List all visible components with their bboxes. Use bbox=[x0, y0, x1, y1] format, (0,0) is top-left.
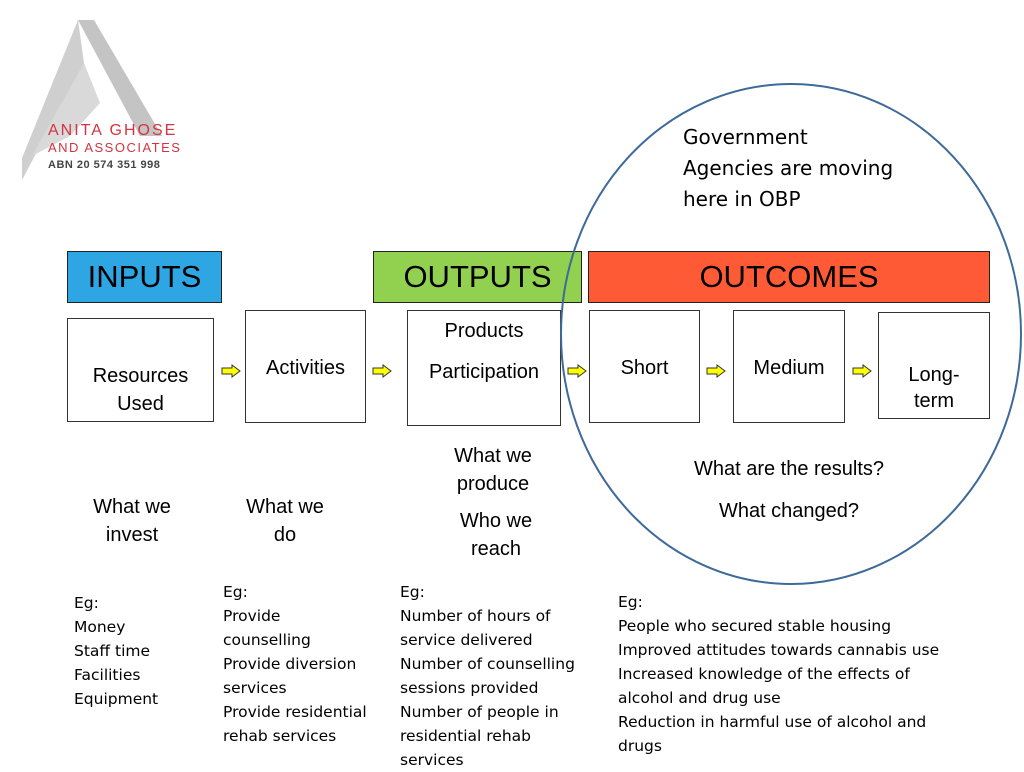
question-line: do bbox=[273, 524, 297, 546]
short-box: Short bbox=[589, 310, 700, 423]
callout-line: here in OBP bbox=[683, 187, 801, 211]
arrow-right-icon bbox=[372, 364, 392, 378]
question-invest: What we invest bbox=[72, 493, 192, 549]
resources-line: Resources bbox=[92, 365, 189, 387]
examples-activities: Eg: Provide counselling Provide diversio… bbox=[223, 580, 367, 748]
activities-label: Activities bbox=[266, 357, 345, 379]
example-line: Money bbox=[74, 618, 126, 636]
examples-outcomes: Eg: People who secured stable housing Im… bbox=[618, 590, 939, 758]
example-line: Increased knowledge of the effects of bbox=[618, 665, 910, 683]
longterm-line: Long- bbox=[908, 364, 960, 386]
activities-box: Activities bbox=[245, 310, 366, 423]
example-line: People who secured stable housing bbox=[618, 617, 892, 635]
callout-line: Agencies are moving bbox=[683, 156, 894, 180]
question-reach: Who we reach bbox=[431, 507, 561, 563]
arrow-right-icon bbox=[567, 364, 587, 378]
example-line: rehab services bbox=[223, 727, 337, 745]
example-line: Improved attitudes towards cannabis use bbox=[618, 641, 940, 659]
short-label: Short bbox=[620, 357, 669, 379]
example-line: Number of hours of bbox=[400, 607, 551, 625]
examples-outputs: Eg: Number of hours of service delivered… bbox=[400, 580, 575, 772]
logo-company-name: ANITA GHOSE bbox=[48, 122, 178, 139]
example-line: services bbox=[223, 679, 287, 697]
question-line: invest bbox=[105, 524, 159, 546]
resources-line: Used bbox=[117, 393, 164, 415]
resources-box: Resources Used bbox=[67, 318, 214, 422]
medium-label: Medium bbox=[753, 357, 825, 379]
question-line: What we bbox=[246, 496, 324, 518]
products-label: Products bbox=[444, 320, 524, 342]
medium-box: Medium bbox=[733, 310, 845, 423]
example-line: services bbox=[400, 751, 464, 769]
example-line: residential rehab bbox=[400, 727, 531, 745]
callout-line: Government bbox=[683, 125, 808, 149]
example-line: Facilities bbox=[74, 666, 141, 684]
example-line: Number of counselling bbox=[400, 655, 575, 673]
question-line: What we bbox=[93, 496, 171, 518]
example-line: counselling bbox=[223, 631, 311, 649]
logo-mark bbox=[22, 20, 162, 180]
question-results: What are the results? bbox=[693, 458, 885, 480]
example-line: Equipment bbox=[74, 690, 159, 708]
example-line: Eg: bbox=[74, 594, 99, 612]
question-line: What we bbox=[454, 445, 532, 467]
example-line: Eg: bbox=[618, 593, 643, 611]
example-line: service delivered bbox=[400, 631, 533, 649]
example-line: alcohol and drug use bbox=[618, 689, 781, 707]
logo-abn: ABN 20 574 351 998 bbox=[48, 159, 161, 171]
inputs-header: INPUTS bbox=[67, 251, 222, 303]
example-line: sessions provided bbox=[400, 679, 539, 697]
logo-company-subtitle: AND ASSOCIATES bbox=[48, 140, 182, 155]
question-do: What we do bbox=[230, 493, 340, 549]
example-line: Staff time bbox=[74, 642, 151, 660]
arrow-right-icon bbox=[706, 364, 726, 378]
examples-inputs: Eg: Money Staff time Facilities Equipmen… bbox=[74, 591, 158, 711]
example-line: Provide bbox=[223, 607, 281, 625]
outcomes-header: OUTCOMES bbox=[588, 251, 990, 303]
question-produce: What we produce bbox=[428, 442, 558, 498]
example-line: Eg: bbox=[400, 583, 425, 601]
question-line: Who we bbox=[459, 510, 533, 532]
outputs-box: Products Participation bbox=[407, 310, 561, 426]
example-line: Provide diversion bbox=[223, 655, 357, 673]
question-line: reach bbox=[470, 538, 522, 560]
outputs-header: OUTPUTS bbox=[373, 251, 582, 303]
longterm-box: Long- term bbox=[878, 312, 990, 419]
callout-text: Government Agencies are moving here in O… bbox=[683, 122, 893, 215]
question-changed: What changed? bbox=[718, 500, 860, 522]
arrow-right-icon bbox=[221, 364, 241, 378]
participation-label: Participation bbox=[428, 361, 540, 383]
example-line: Eg: bbox=[223, 583, 248, 601]
arrow-right-icon bbox=[852, 364, 872, 378]
question-line: produce bbox=[456, 473, 530, 495]
longterm-line: term bbox=[914, 390, 954, 412]
example-line: Reduction in harmful use of alcohol and bbox=[618, 713, 927, 731]
example-line: Number of people in bbox=[400, 703, 559, 721]
example-line: Provide residential bbox=[223, 703, 367, 721]
example-line: drugs bbox=[618, 737, 662, 755]
